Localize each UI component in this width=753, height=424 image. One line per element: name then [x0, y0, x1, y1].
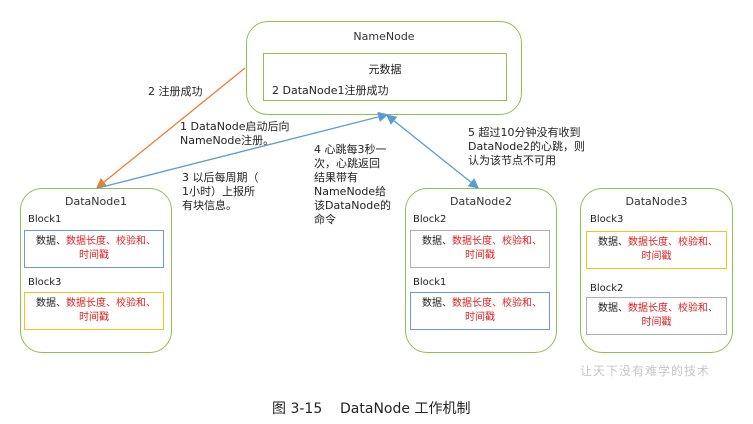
data-timestamp: 时间戳: [465, 250, 495, 261]
registered-text: 2 DataNode1注册成功: [272, 84, 389, 97]
data-timestamp: 时间戳: [641, 251, 672, 262]
datanode-1-title: DataNode1: [65, 195, 127, 208]
datanode-3-block-2-box: 数据、数据长度、校验和、 时间戳: [586, 297, 727, 335]
data-red: 数据长度、校验和、: [628, 303, 718, 314]
note-step-5: 5 超过10分钟没有收到 DataNode2的心跳，则 认为该节点不可用: [468, 126, 585, 167]
data-red: 数据长度、校验和、: [66, 236, 156, 247]
data-red: 数据长度、校验和、: [452, 298, 542, 309]
datanode-3-block-1-label: Block3: [590, 214, 624, 225]
data-prefix: 数据、: [422, 236, 452, 247]
data-prefix: 数据、: [36, 236, 66, 247]
datanode-2-title: DataNode2: [450, 195, 512, 208]
data-timestamp: 时间戳: [79, 250, 109, 261]
data-timestamp: 时间戳: [79, 312, 109, 323]
datanode-3-block-2-label: Block2: [590, 283, 624, 294]
note-step-2: 2 注册成功: [148, 85, 203, 98]
datanode-3-block-1-box: 数据、数据长度、校验和、 时间戳: [586, 231, 727, 269]
data-prefix: 数据、: [598, 303, 628, 314]
data-prefix: 数据、: [598, 237, 628, 248]
datanode-2-block-1-box: 数据、数据长度、校验和、 时间戳: [410, 230, 550, 268]
datanode-1-block-2-box: 数据、数据长度、校验和、 时间戳: [24, 292, 164, 330]
data-timestamp: 时间戳: [465, 312, 495, 323]
note-step-4: 4 心跳每3秒一 次，心跳返回 结果带有 NameNode给 该DataNode…: [314, 143, 391, 226]
data-red: 数据长度、校验和、: [66, 298, 156, 309]
register-arrow: [97, 111, 389, 189]
note-step-1: 1 DataNode启动后向 NameNode注册。: [180, 120, 290, 147]
datanode-3-title: DataNode3: [625, 195, 688, 208]
datanode-1-block-1-box: 数据、数据长度、校验和、 时间戳: [24, 230, 164, 268]
metadata-box: 元数据 2 DataNode1注册成功: [263, 53, 507, 101]
datanode-2-block-1-label: Block2: [413, 214, 447, 225]
data-timestamp: 时间戳: [641, 317, 672, 328]
data-red: 数据长度、校验和、: [452, 236, 542, 247]
figure-caption: 图 3-15 DataNode 工作机制: [272, 401, 471, 417]
data-prefix: 数据、: [422, 298, 452, 309]
register-success-arrow: [95, 67, 246, 189]
namenode-title: NameNode: [353, 30, 415, 43]
namenode: NameNode 元数据 2 DataNode1注册成功: [246, 21, 522, 115]
datanode-2-block-2-box: 数据、数据长度、校验和、 时间戳: [410, 292, 550, 330]
datanode-1-block-2-label: Block3: [28, 277, 62, 288]
watermark: 让天下没有难学的技术: [580, 364, 711, 378]
datanode-1-block-1-label: Block1: [28, 214, 62, 225]
note-step-3: 3 以后每周期（ 1小时）上报所 有块信息。: [182, 171, 259, 212]
data-red: 数据长度、校验和、: [628, 237, 718, 248]
heartbeat-arrow: [385, 114, 480, 189]
datanode-2-block-2-label: Block1: [413, 277, 447, 288]
metadata-label: 元数据: [368, 63, 402, 76]
data-prefix: 数据、: [36, 298, 66, 309]
